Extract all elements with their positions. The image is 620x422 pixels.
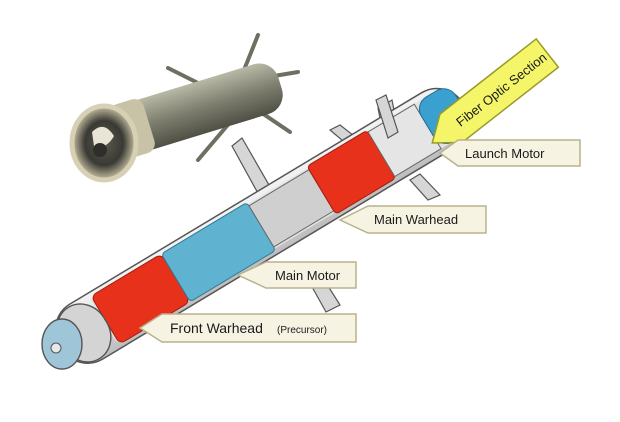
nose-seeker: [41, 318, 83, 370]
callout-launch-motor: Launch Motor: [438, 139, 581, 167]
photo-body: [119, 63, 283, 152]
callout-front-warhead: Front Warhead (Precursor): [138, 313, 357, 343]
label-front-warhead: Front Warhead: [170, 320, 263, 336]
label-main-warhead: Main Warhead: [374, 212, 458, 227]
label-main-motor: Main Motor: [275, 268, 341, 283]
seeker-core: [50, 342, 62, 354]
label-front-warhead-note: (Precursor): [277, 325, 327, 336]
missile-photo: [69, 33, 300, 183]
callout-main-warhead: Main Warhead: [338, 205, 487, 234]
callout-main-motor: Main Motor: [236, 261, 357, 289]
label-launch-motor: Launch Motor: [465, 146, 545, 161]
front-fins: [375, 94, 399, 139]
photo-nozzle-core: [93, 143, 107, 157]
label-fiber-optic: Fiber Optic Section: [453, 50, 549, 130]
photo-nozzle-highlight: [92, 126, 114, 147]
